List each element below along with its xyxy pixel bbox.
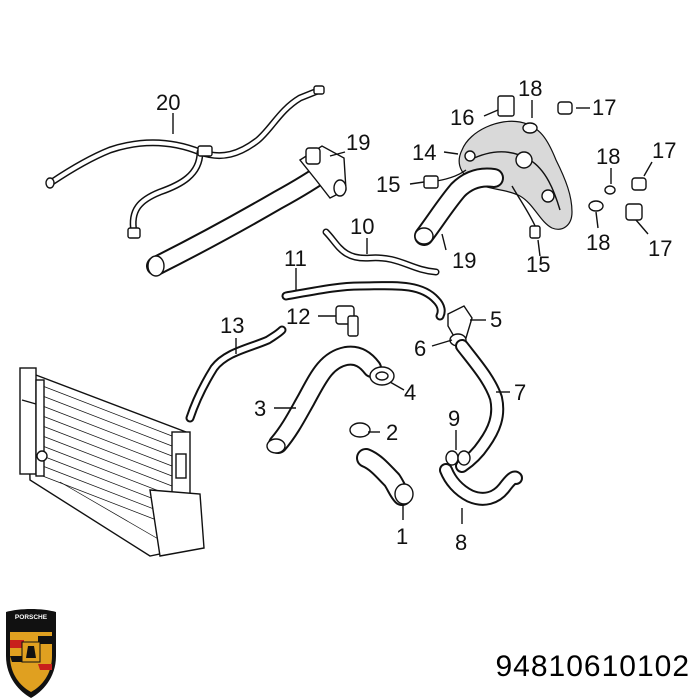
callout-17-top: 17: [592, 95, 616, 120]
part-8-pipe: [439, 463, 523, 506]
callout-2: 2: [386, 420, 398, 445]
part-5-6-fitting: [447, 305, 473, 347]
callout-10: 10: [350, 214, 374, 239]
callout-13: 13: [220, 313, 244, 338]
part-14-housing: [458, 120, 573, 230]
part-18-oring-top: [522, 122, 538, 134]
part-12-valve: [335, 305, 359, 337]
part-16-sensor: [497, 95, 515, 117]
callout-4: 4: [404, 380, 416, 405]
part-13-hose: [185, 325, 287, 423]
part-17-plug-mid: [631, 177, 647, 191]
svg-text:PORSCHE: PORSCHE: [15, 614, 48, 621]
part-20-hose: [45, 85, 325, 239]
radiator: [19, 367, 205, 557]
part-18-oring-mid: [604, 185, 616, 195]
callout-9: 9: [448, 406, 460, 431]
callout-15-right: 15: [526, 252, 550, 277]
callout-17-low: 17: [648, 236, 672, 261]
part-19-hose: [414, 167, 504, 246]
part-17-plug-low: [625, 203, 643, 221]
part-11-pipe: [281, 281, 446, 321]
part-15-sensor-lines: [423, 169, 541, 239]
callout-12: 12: [286, 304, 310, 329]
callout-labels: 20 19 18 16 17 14 15 18 17 18 17 10 19 1…: [156, 76, 676, 555]
part-7-hose: [455, 339, 505, 473]
part-1-hose: [356, 448, 414, 506]
callout-6: 6: [414, 336, 426, 361]
leader-lines: [172, 100, 653, 524]
porsche-crest-logo: PORSCHE: [6, 609, 56, 698]
callout-16: 16: [450, 105, 474, 130]
callout-18-low: 18: [586, 230, 610, 255]
part-17-plug-top: [557, 101, 573, 115]
callout-1: 1: [396, 524, 408, 549]
callout-7: 7: [514, 380, 526, 405]
callout-18-top: 18: [518, 76, 542, 101]
part-18-oring-low: [588, 200, 604, 212]
part-3-hose: [266, 345, 382, 454]
callout-18-mid: 18: [596, 144, 620, 169]
part-4-clamp: [369, 366, 395, 386]
callout-11: 11: [284, 246, 307, 271]
callout-19-low: 19: [452, 248, 476, 273]
callout-3: 3: [254, 396, 266, 421]
part-10-pipe: [322, 228, 440, 276]
small-fittings: [497, 95, 647, 221]
callout-14: 14: [412, 140, 436, 165]
callout-5: 5: [490, 307, 502, 332]
callout-8: 8: [455, 530, 467, 555]
callout-17-mid: 17: [652, 138, 676, 163]
callout-20: 20: [156, 90, 180, 115]
part-number: 94810610102: [495, 650, 690, 683]
part-2-clamp: [349, 422, 371, 438]
callout-19-top: 19: [346, 130, 370, 155]
part-9-clamps: [445, 450, 471, 466]
callout-15-left: 15: [376, 172, 400, 197]
part-19-pipe: [146, 145, 347, 277]
